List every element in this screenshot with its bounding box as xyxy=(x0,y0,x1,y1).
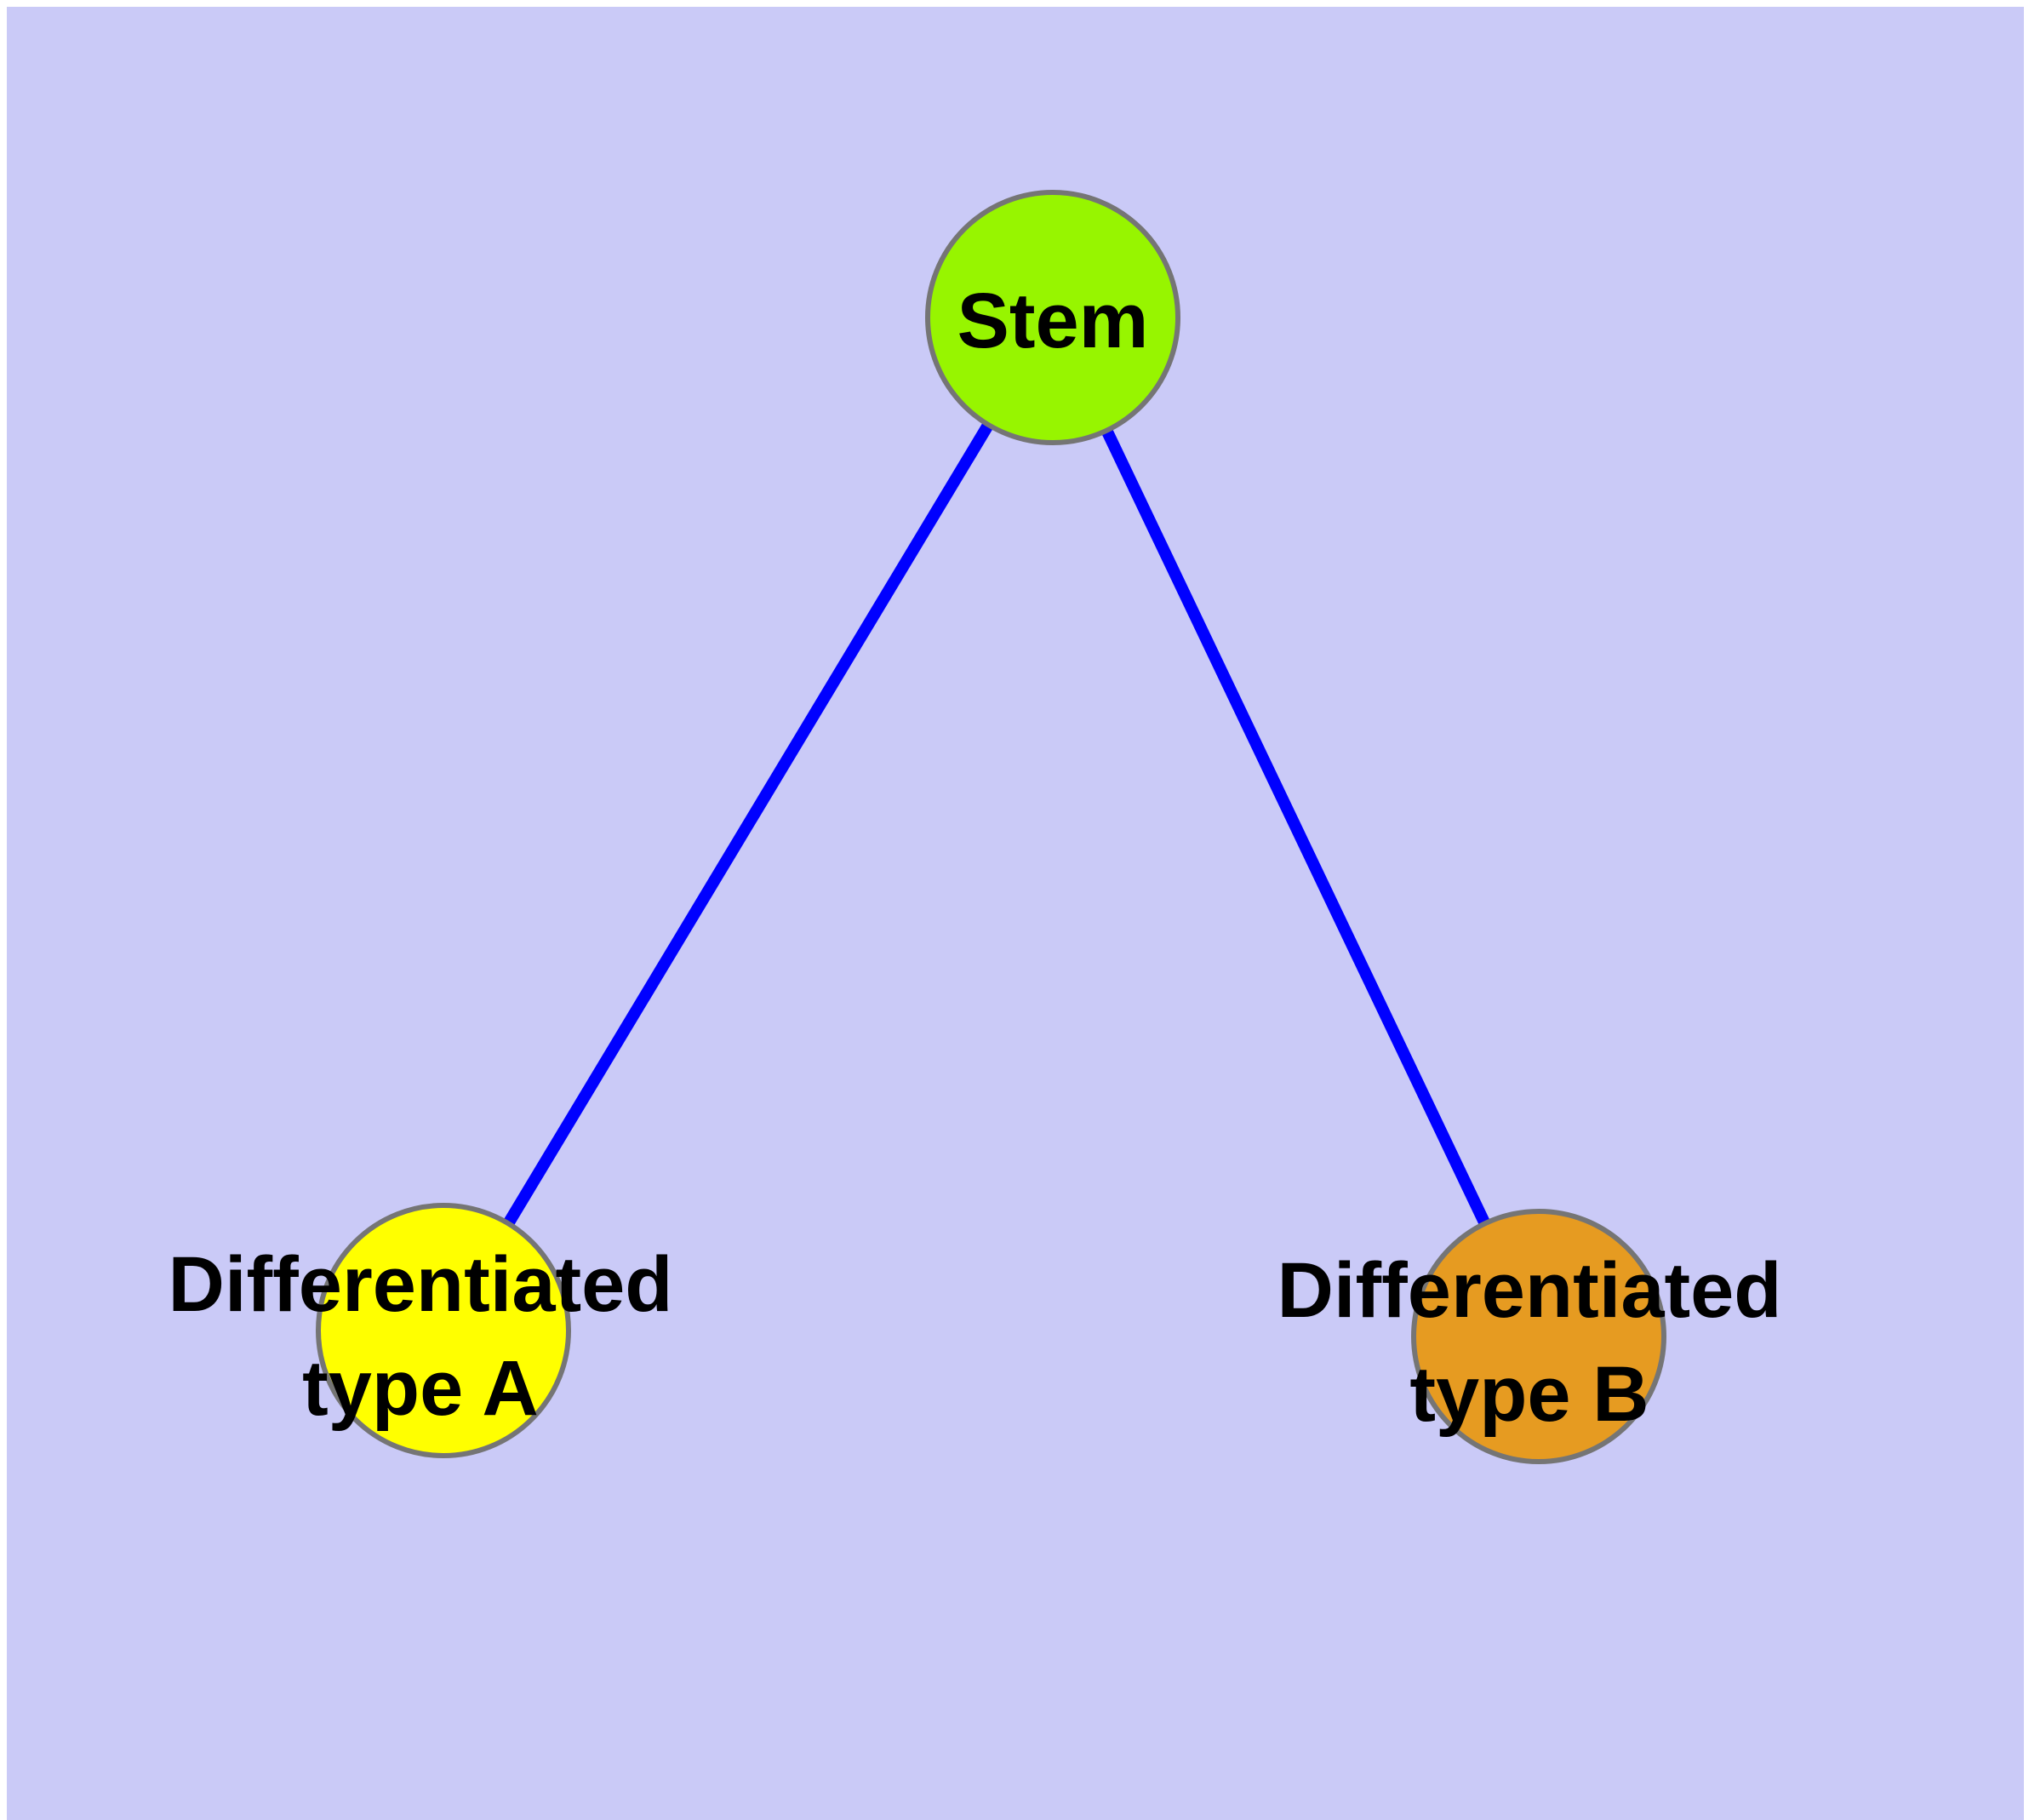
node-differentiated-type-a[interactable] xyxy=(316,1203,571,1458)
edge-stem-to-type-b xyxy=(1047,314,1545,1340)
node-differentiated-type-a-label: Differentiated type A xyxy=(168,1241,673,1432)
edge-stem-to-type-a xyxy=(438,314,1058,1335)
node-differentiated-type-b-label: Differentiated type B xyxy=(1277,1247,1782,1438)
node-differentiated-type-b[interactable] xyxy=(1411,1209,1666,1464)
node-stem-label: Stem xyxy=(957,278,1149,364)
node-stem[interactable] xyxy=(925,190,1180,445)
